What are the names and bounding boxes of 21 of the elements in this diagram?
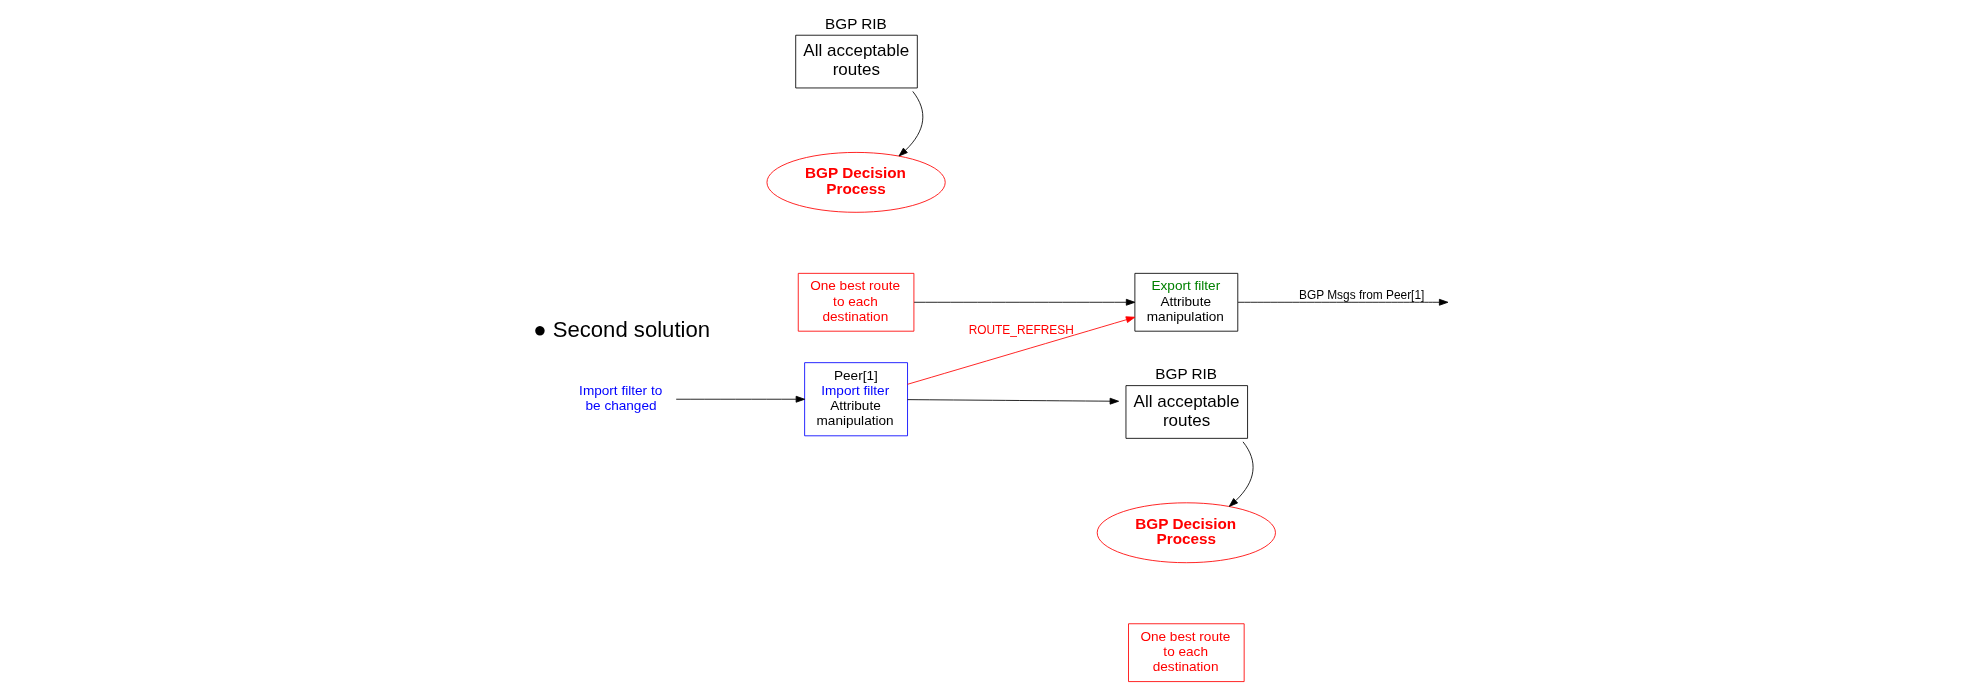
label: ● Second solution xyxy=(532,316,710,342)
node-label: BGP RIB xyxy=(1154,365,1217,383)
arrow xyxy=(898,91,923,157)
edge-label: ROUTE_REFRESH xyxy=(968,322,1074,337)
arrow xyxy=(1237,298,1448,306)
node-box: All acceptable routes xyxy=(1125,385,1248,439)
node-text: Import filter to be changed xyxy=(578,382,662,414)
edge-label: BGP Msgs from Peer[1] xyxy=(1298,288,1424,303)
node-box: Peer[1] Import filter Attribute manipulation xyxy=(803,362,908,437)
arrow xyxy=(1228,441,1253,507)
node-ellipse: BGP Decision Process xyxy=(1096,502,1276,564)
node-box: Export filter Attribute manipulation xyxy=(1133,272,1238,332)
node-box: One best route to each destination xyxy=(1127,623,1245,682)
node-label: BGP RIB xyxy=(824,14,887,32)
node-box: One best route to each destination xyxy=(797,272,914,332)
arrow xyxy=(913,298,1135,306)
arrow xyxy=(906,397,1119,405)
arrow xyxy=(906,316,1135,385)
arrow xyxy=(675,395,805,403)
node-ellipse: BGP Decision Process xyxy=(766,152,946,213)
node-box: All acceptable routes xyxy=(794,34,918,89)
